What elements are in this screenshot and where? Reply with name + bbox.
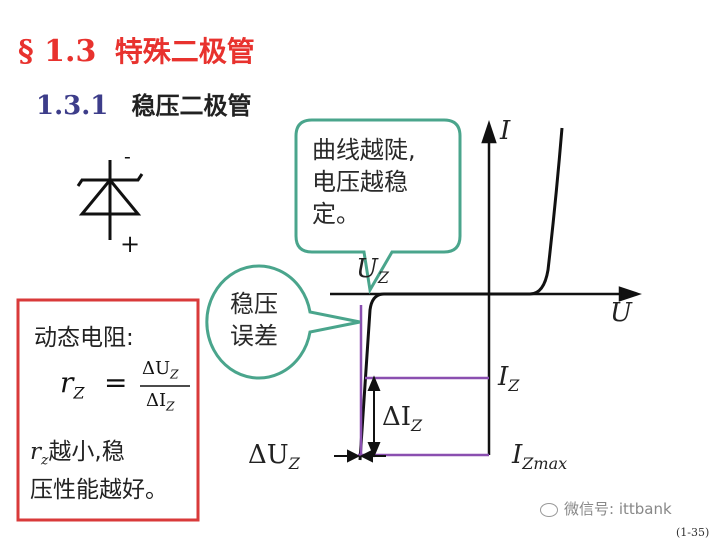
zener-cathode-bar [76, 173, 144, 187]
top-bubble-line-1: 曲线越陡, [312, 136, 416, 164]
left-bubble-line-2: 误差 [230, 322, 278, 350]
left-callout-bubble [205, 264, 361, 380]
delta-uz-main: ΔU [248, 440, 289, 470]
izmax-label: IZmax [512, 440, 567, 473]
izmax-main: I [512, 440, 523, 470]
formula-denominator: ΔIZ [146, 390, 174, 414]
delta-iz-label: ΔIZ [382, 402, 422, 435]
left-bubble-line-1: 稳压 [230, 290, 278, 318]
subsection-title: 稳压二极管 [131, 92, 252, 120]
uz-label: UZ [356, 254, 389, 287]
iv-curve [358, 127, 564, 461]
reference-lines [358, 305, 489, 457]
formula-den-sub: Z [166, 399, 175, 414]
uz-sub: Z [377, 268, 390, 288]
delta-uz-sub: Z [288, 454, 300, 474]
watermark: 微信号: ittbank [540, 498, 672, 519]
diode-triangle [78, 177, 142, 216]
page-number: (1-35) [676, 526, 710, 539]
delta-uz-arrows [334, 449, 386, 463]
page-title: § 1.3 特殊二极管 [18, 30, 255, 70]
top-bubble-text: 曲线越陡, 电压越稳 定。 [312, 134, 416, 230]
delta-iz-sub: Z [411, 416, 423, 436]
u-axis-label: U [610, 298, 632, 328]
delta-uz-label: ΔUZ [248, 440, 300, 473]
iz-sub: Z [508, 376, 520, 396]
formula-num-main: ΔU [142, 358, 171, 379]
formula-lhs: rZ [60, 366, 85, 403]
subsection-number: 1.3.1 [36, 91, 109, 121]
formula-numerator: ΔUZ [142, 358, 179, 382]
izmax-sub: Zmax [522, 454, 568, 474]
info-box-note-line-1: rz越小,稳 [30, 432, 125, 469]
info-box-heading: 动态电阻: [34, 325, 134, 351]
formula-equals: = [104, 366, 128, 399]
left-bubble-text: 稳压 误差 [230, 288, 278, 352]
wechat-icon [540, 502, 558, 517]
zener-diode-symbol [76, 160, 144, 240]
top-bubble-line-2: 电压越稳 [312, 168, 408, 196]
note-r-sub: z [41, 452, 49, 469]
diode-plus-label: + [120, 230, 141, 258]
top-bubble-line-3: 定。 [312, 200, 360, 228]
uz-main: U [356, 254, 378, 284]
section-number: § 1.3 [18, 34, 97, 69]
delta-iz-arrow [367, 375, 381, 458]
top-callout-bubble [294, 118, 462, 295]
i-axis-label: I [500, 116, 511, 146]
u-axis-arrow [618, 286, 642, 302]
info-box-frame [16, 298, 200, 522]
note-line-1-text: 越小,稳 [48, 439, 125, 465]
delta-iz-main: ΔI [382, 402, 412, 432]
i-axis-arrow [481, 120, 497, 144]
diode-minus-label: - [124, 144, 131, 168]
formula-r: r [60, 366, 74, 399]
page-subtitle: 1.3.1 稳压二极管 [36, 86, 251, 121]
watermark-text: 微信号: ittbank [564, 500, 672, 518]
info-box-note-line-2: 压性能越好。 [30, 477, 168, 503]
iz-main: I [498, 362, 509, 392]
note-r: r [30, 439, 41, 465]
formula-den-main: ΔI [146, 390, 167, 411]
iz-label: IZ [498, 362, 519, 395]
section-title: 特殊二极管 [114, 35, 255, 68]
formula-r-sub: Z [73, 383, 85, 403]
formula-num-sub: Z [170, 367, 179, 382]
